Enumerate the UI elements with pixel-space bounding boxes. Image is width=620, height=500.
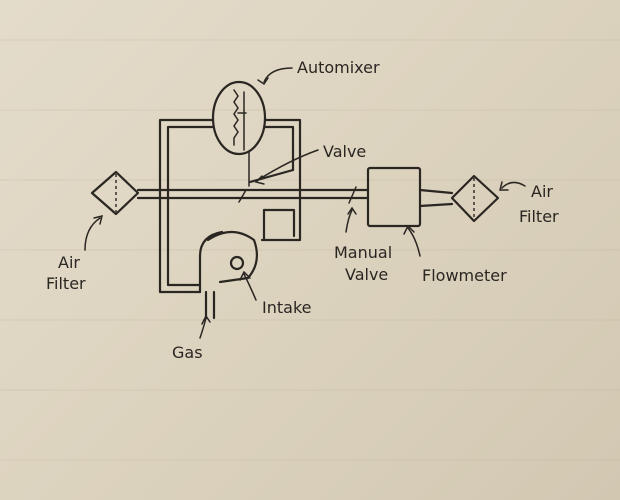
label-air-filter-left-line2: Filter	[46, 274, 86, 293]
left-air-filter	[90, 170, 140, 216]
intake-housing	[198, 230, 259, 320]
intake-manifold	[262, 208, 296, 242]
label-air-filter-right-line2: Filter	[519, 207, 559, 226]
valve-marks	[238, 151, 250, 203]
label-intake: Intake	[262, 298, 311, 317]
flowmeter-box	[366, 166, 422, 228]
manual-valve-mark	[348, 186, 357, 204]
main-duct	[136, 188, 454, 208]
label-manual-valve-line1: Manual	[334, 243, 392, 262]
label-automixer: Automixer	[297, 58, 380, 77]
bypass-loop	[158, 118, 302, 294]
label-gas: Gas	[172, 343, 203, 362]
label-air-filter-right-line1: Air	[531, 182, 553, 201]
label-manual-valve-line2: Valve	[345, 265, 388, 284]
paper-rule-lines	[0, 39, 620, 461]
automixer-unit	[211, 80, 267, 156]
label-valve: Valve	[323, 142, 366, 161]
label-arrows	[84, 67, 526, 339]
label-air-filter-left-line1: Air	[58, 253, 80, 272]
label-flowmeter: Flowmeter	[422, 266, 507, 285]
right-air-filter	[450, 174, 500, 223]
